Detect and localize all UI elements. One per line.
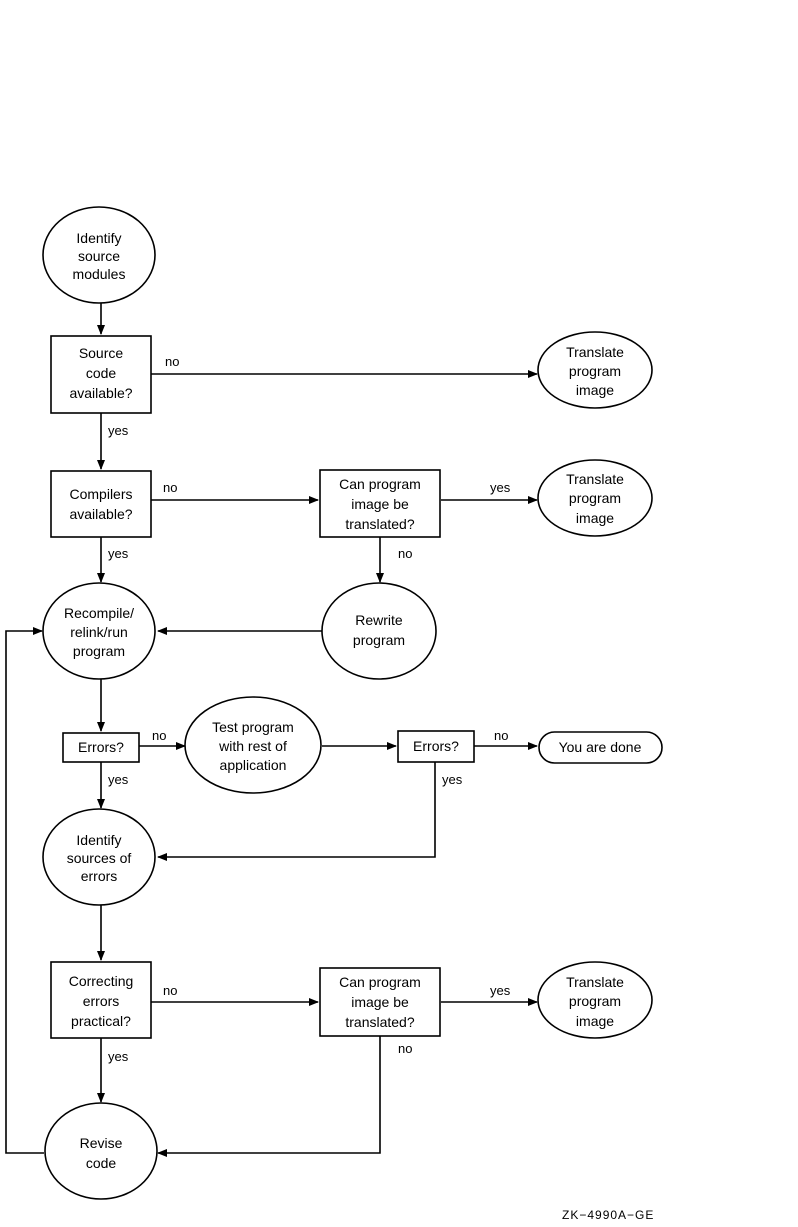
svg-text:Test program: Test program <box>212 719 294 735</box>
svg-text:Correcting: Correcting <box>69 973 134 989</box>
node-identify-source-modules: Identify source modules <box>42 206 156 304</box>
svg-text:source: source <box>78 248 120 264</box>
svg-text:sources of: sources of <box>67 850 132 866</box>
node-translate-image-1: Translate program image <box>537 331 653 409</box>
svg-text:You are done: You are done <box>559 739 642 755</box>
svg-text:application: application <box>220 757 287 773</box>
svg-text:translated?: translated? <box>345 516 414 532</box>
svg-text:translated?: translated? <box>345 1014 414 1030</box>
svg-text:Translate: Translate <box>566 974 624 990</box>
svg-text:Compilers: Compilers <box>69 486 132 502</box>
svg-text:Revise: Revise <box>80 1135 123 1151</box>
node-identify-sources-of-errors: Identify sources of errors <box>42 808 156 906</box>
svg-text:code: code <box>86 1155 117 1171</box>
edge-labels: no yes no yes yes no no yes no yes no ye… <box>108 354 511 1064</box>
svg-text:Translate: Translate <box>566 471 624 487</box>
edge-revise-to-recompile <box>5 627 44 1154</box>
svg-text:Errors?: Errors? <box>413 738 459 754</box>
node-translate-image-2: Translate program image <box>537 459 653 537</box>
svg-text:relink/run: relink/run <box>70 624 128 640</box>
node-test-program: Test program with rest of application <box>184 696 322 794</box>
svg-text:Recompile/: Recompile/ <box>64 605 134 621</box>
label-compilers-no: no <box>163 480 177 495</box>
label-cantranslate2-yes: yes <box>490 983 511 998</box>
node-correcting-practical: Correcting errors practical? <box>50 961 152 1039</box>
svg-text:Can program: Can program <box>339 476 421 492</box>
node-rewrite-program: Rewrite program <box>321 582 437 680</box>
svg-text:code: code <box>86 365 117 381</box>
edges <box>5 303 538 1157</box>
svg-text:program: program <box>569 363 621 379</box>
svg-text:modules: modules <box>73 266 126 282</box>
svg-text:image be: image be <box>351 994 409 1010</box>
node-compilers-available: Compilers available? <box>50 470 152 538</box>
label-cantranslate2-no: no <box>398 1041 412 1056</box>
node-recompile: Recompile/ relink/run program <box>42 582 156 680</box>
svg-text:Source: Source <box>79 345 124 361</box>
svg-text:errors: errors <box>83 993 120 1009</box>
label-errors1-yes: yes <box>108 772 129 787</box>
svg-text:program: program <box>73 643 125 659</box>
label-cantranslate1-no: no <box>398 546 412 561</box>
svg-text:practical?: practical? <box>71 1013 131 1029</box>
svg-text:Identify: Identify <box>76 832 121 848</box>
svg-text:available?: available? <box>69 506 132 522</box>
svg-text:program: program <box>353 632 405 648</box>
node-can-translate-1: Can program image be translated? <box>319 469 441 538</box>
svg-text:Translate: Translate <box>566 344 624 360</box>
label-correcting-yes: yes <box>108 1049 129 1064</box>
edge-cantranslate2-no <box>157 1036 381 1157</box>
svg-text:program: program <box>569 490 621 506</box>
node-errors-2: Errors? <box>397 730 475 763</box>
label-correcting-no: no <box>163 983 177 998</box>
figure-id: ZK−4990A−GE <box>562 1208 654 1222</box>
label-errors2-no: no <box>494 728 508 743</box>
label-errors1-no: no <box>152 728 166 743</box>
svg-text:with rest of: with rest of <box>218 738 287 754</box>
node-revise-code: Revise code <box>44 1102 158 1200</box>
svg-text:image: image <box>576 382 614 398</box>
node-errors-1: Errors? <box>62 732 140 763</box>
label-source-yes: yes <box>108 423 129 438</box>
svg-text:Errors?: Errors? <box>78 739 124 755</box>
edge-errors2-yes <box>157 762 436 861</box>
svg-text:image: image <box>576 1013 614 1029</box>
svg-text:image be: image be <box>351 496 409 512</box>
node-can-translate-2: Can program image be translated? <box>319 967 441 1037</box>
svg-text:Can program: Can program <box>339 974 421 990</box>
svg-text:available?: available? <box>69 385 132 401</box>
svg-text:errors: errors <box>81 868 118 884</box>
node-source-code-available: Source code available? <box>50 335 152 414</box>
node-you-are-done: You are done <box>538 731 663 764</box>
svg-text:Rewrite: Rewrite <box>355 612 403 628</box>
svg-text:program: program <box>569 993 621 1009</box>
label-cantranslate1-yes: yes <box>490 480 511 495</box>
svg-text:Identify: Identify <box>76 230 121 246</box>
svg-text:image: image <box>576 510 614 526</box>
label-source-no: no <box>165 354 179 369</box>
label-compilers-yes: yes <box>108 546 129 561</box>
label-errors2-yes: yes <box>442 772 463 787</box>
node-translate-image-3: Translate program image <box>537 961 653 1039</box>
